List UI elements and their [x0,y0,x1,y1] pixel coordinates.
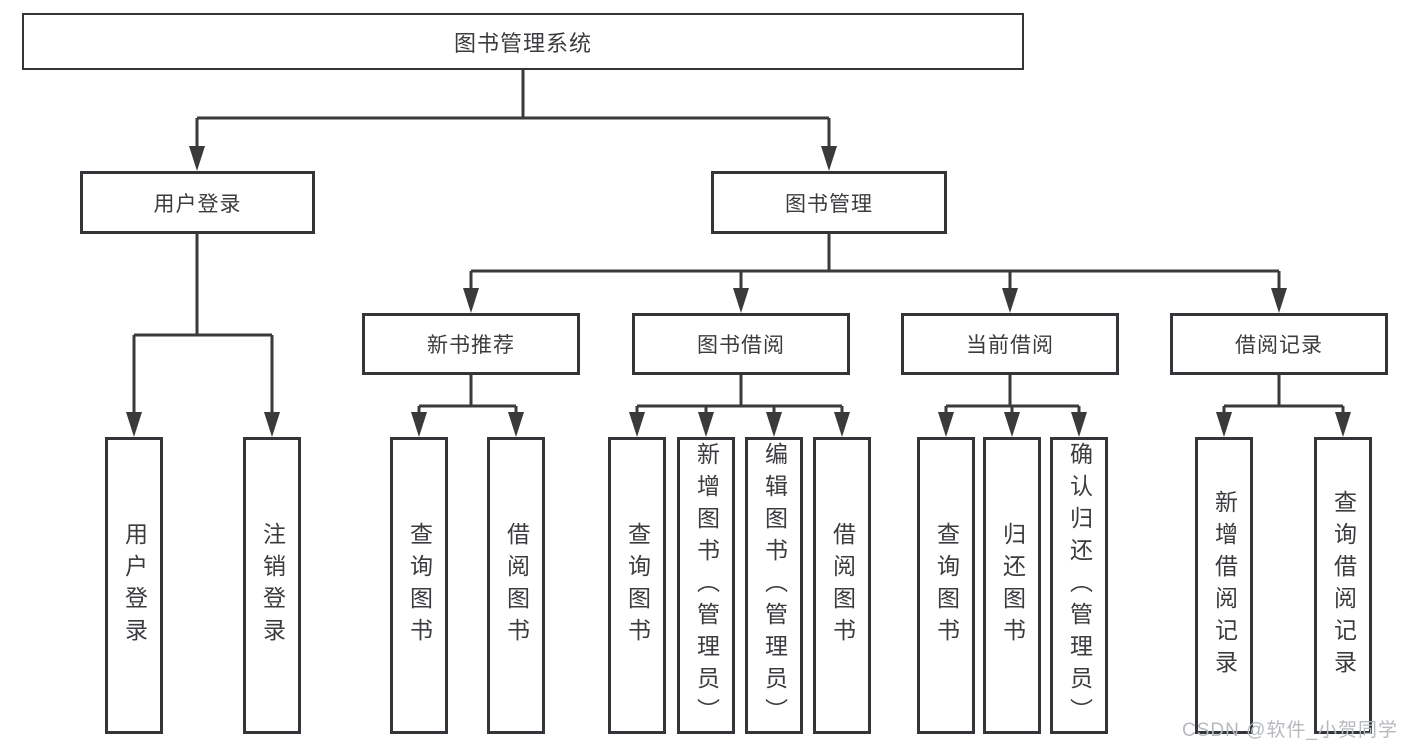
leaf-query-books-borrow: 查询图书 [608,437,666,734]
node-system-root: 图书管理系统 [22,13,1024,70]
leaf-user-login: 用户登录 [105,437,163,734]
csdn-watermark: CSDN @软件_小贺同学 [1182,720,1398,741]
leaf-add-books-admin: 新增图书（管理员） [677,437,735,734]
leaf-return-books: 归还图书 [983,437,1041,734]
node-current-borrow: 当前借阅 [901,313,1119,375]
node-user-login: 用户登录 [80,171,315,234]
node-book-borrow: 图书借阅 [632,313,850,375]
node-new-book-recommend: 新书推荐 [362,313,580,375]
leaf-logout: 注销登录 [243,437,301,734]
leaf-borrow-books-recommend: 借阅图书 [487,437,545,734]
node-book-management: 图书管理 [711,171,947,234]
leaf-query-books-current: 查询图书 [917,437,975,734]
node-borrow-records: 借阅记录 [1170,313,1388,375]
leaf-query-books-recommend: 查询图书 [390,437,448,734]
leaf-add-borrow-record: 新增借阅记录 [1195,437,1253,734]
leaf-confirm-return-admin: 确认归还（管理员） [1050,437,1108,734]
leaf-borrow-books: 借阅图书 [813,437,871,734]
leaf-query-borrow-record: 查询借阅记录 [1314,437,1372,734]
leaf-edit-books-admin: 编辑图书（管理员） [745,437,803,734]
